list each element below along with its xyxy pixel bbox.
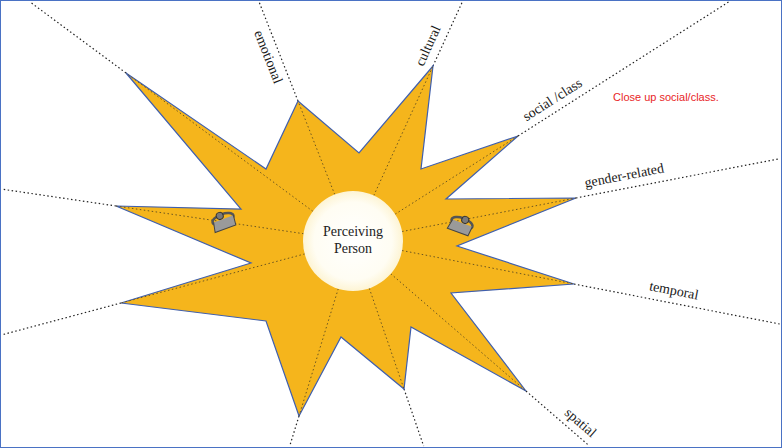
dimension-label: gender-related [583, 161, 665, 192]
ray-line [2, 303, 121, 335]
ray-line [290, 416, 299, 446]
perceiver-circle: Perceiving Person [303, 191, 403, 291]
ray-line [404, 389, 424, 446]
spoke-line [398, 198, 576, 232]
spoke-line [388, 271, 526, 391]
spoke-lines [116, 66, 576, 416]
ray-line [518, 2, 729, 136]
ray-line [576, 159, 780, 198]
spoke-line [368, 284, 404, 389]
spoke-line [116, 206, 307, 234]
spoke-line [121, 253, 309, 303]
node-label: Perceiving Person [315, 224, 391, 258]
dimension-label: cultural [412, 24, 444, 70]
star-shape [116, 66, 576, 416]
dimension-label: temporal [648, 279, 700, 304]
spoke-line [126, 73, 316, 214]
ray-line [30, 2, 126, 73]
spoke-line [299, 285, 339, 416]
spoke-line [372, 66, 433, 199]
dimension-label: emotional [250, 28, 285, 86]
viewer-icon [209, 208, 237, 232]
spoke-line [392, 136, 518, 216]
dimension-label: social /class [520, 75, 585, 125]
ray-line [2, 189, 116, 206]
spoke-line [398, 250, 574, 284]
spoke-line [298, 101, 336, 198]
viewer-icon [447, 212, 475, 236]
annotation-note: Close up social/class. [613, 91, 719, 103]
dimension-label: spatial [561, 405, 599, 441]
